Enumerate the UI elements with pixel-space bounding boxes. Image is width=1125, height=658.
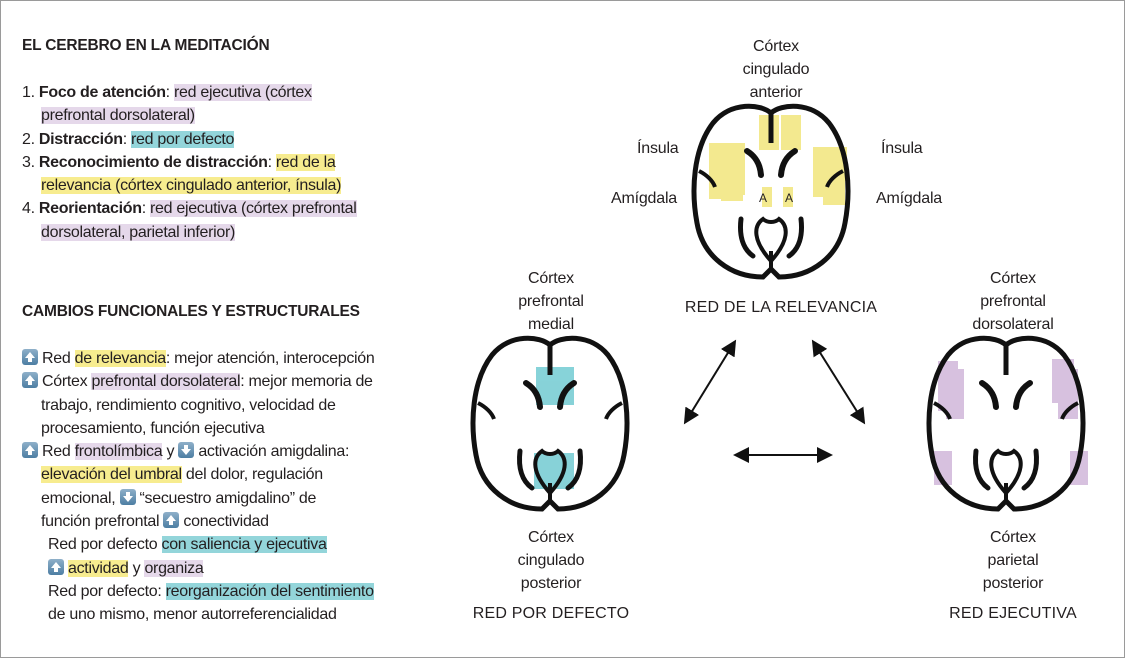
list-line: función prefrontal conectividad — [22, 510, 375, 533]
text-segment: 3. — [22, 153, 39, 171]
text-segment: elevación del umbral — [41, 466, 182, 484]
text-segment: trabajo, rendimiento cognitivo, velocida… — [41, 396, 336, 414]
text-segment: organiza — [144, 559, 204, 577]
arrow-up-icon — [22, 349, 38, 365]
brain-executive-network — [926, 333, 1088, 523]
text-segment: y — [162, 443, 179, 461]
list-line: Red de relevancia: mejor atención, inter… — [22, 347, 375, 370]
arrow-relevance-executive — [811, 339, 866, 425]
text-segment: frontolímbica — [74, 443, 163, 461]
text-segment: función prefrontal — [41, 513, 164, 531]
arrow-down-icon — [119, 488, 136, 505]
text-segment: conectividad — [183, 513, 269, 531]
text-segment: prefrontal dorsolateral) — [41, 107, 195, 125]
text-segment: Red por defecto — [48, 536, 162, 554]
label-posterior-parietal: Córtex parietal posterior — [982, 529, 1044, 592]
text-segment: : — [267, 153, 276, 171]
list-line: procesamiento, función ejecutiva — [22, 417, 375, 440]
text-segment: relevancia (córtex cingulado anterior, í… — [41, 177, 342, 195]
arrow-up-icon — [22, 372, 38, 389]
text-segment: 2. — [22, 130, 39, 148]
list-line: de uno mismo, menor autorreferencialidad — [22, 603, 375, 626]
changes-list: Red de relevancia: mejor atención, inter… — [22, 347, 375, 627]
list-line: relevancia (córtex cingulado anterior, í… — [22, 174, 357, 197]
network-label-relevance: RED DE LA RELEVANCIA — [684, 299, 878, 316]
list-line: Red frontolímbica y activación amigdalin… — [22, 440, 375, 463]
label-medial-prefrontal: Córtex prefrontal medial — [518, 270, 584, 333]
label-posterior-cingulate: Córtex cingulado posterior — [517, 529, 585, 592]
arrow-down-icon — [178, 442, 195, 459]
network-label-executive: RED EJECUTIVA — [949, 605, 1077, 622]
text-segment: procesamiento, función ejecutiva — [41, 419, 265, 437]
list-line: 2. Distracción: red por defecto — [22, 128, 357, 151]
text-segment: de relevancia — [74, 350, 166, 367]
arrow-up-icon — [163, 512, 180, 529]
label-anterior-cingulate: Córtex cingulado anterior — [742, 38, 810, 101]
section-title-meditation: EL CEREBRO EN LA MEDITACIÓN — [22, 37, 270, 54]
arrow-up-icon — [22, 442, 38, 459]
list-line: prefrontal dorsolateral) — [22, 104, 357, 127]
label-amygdala-left: Amígdala — [611, 190, 677, 207]
brain-default-network — [470, 333, 640, 523]
amygdala-mark-right: A — [785, 191, 793, 205]
text-segment: : — [165, 84, 174, 101]
list-line: actividad y organiza — [22, 557, 375, 580]
section-title-changes: CAMBIOS FUNCIONALES Y ESTRUCTURALES — [22, 303, 360, 320]
text-segment: Red — [42, 350, 75, 367]
text-segment: Distracción — [38, 130, 123, 148]
list-line: Red por defecto: reorganización del sent… — [22, 580, 375, 603]
text-segment: red ejecutiva (córtex prefrontal — [149, 200, 357, 218]
label-insula-left: Ínsula — [637, 140, 679, 157]
amygdala-mark-left: A — [759, 191, 767, 205]
text-segment: del dolor, regulación — [181, 466, 323, 484]
text-segment: Córtex — [42, 373, 92, 391]
list-line: dorsolateral, parietal inferior) — [22, 221, 357, 244]
list-line: 3. Reconocimiento de distracción: red de… — [22, 151, 357, 174]
text-segment: Red — [42, 443, 75, 461]
text-segment: red por defecto — [131, 130, 235, 148]
text-segment: red de la — [275, 153, 336, 171]
list-line: Red por defecto con saliencia y ejecutiv… — [22, 533, 375, 556]
text-segment: Red por defecto: — [48, 582, 166, 600]
list-line: 1. Foco de atención: red ejecutiva (córt… — [22, 81, 357, 104]
list-line: 4. Reorientación: red ejecutiva (córtex … — [22, 197, 357, 220]
text-segment: emocional, — [41, 489, 120, 507]
list-line: Córtex prefrontal dorsolateral: mejor me… — [22, 370, 375, 393]
text-segment: : — [122, 130, 132, 148]
text-segment: prefrontal dorsolateral — [91, 373, 241, 391]
text-segment: dorsolateral, parietal inferior) — [41, 223, 236, 241]
network-label-default: RED POR DEFECTO — [472, 605, 630, 622]
label-dorsolateral-prefrontal: Córtex prefrontal dorsolateral — [972, 270, 1054, 333]
text-segment: : mejor atención, interocepción — [165, 350, 375, 367]
text-segment: : — [141, 200, 150, 218]
text-segment: con saliencia y ejecutiva — [161, 536, 327, 554]
text-segment: Reorientación — [38, 200, 142, 218]
text-segment: activación amigdalina: — [198, 443, 350, 461]
text-segment: 4. — [22, 200, 39, 218]
list-line: trabajo, rendimiento cognitivo, velocida… — [22, 394, 375, 417]
text-segment: : mejor memoria de — [240, 373, 373, 391]
text-segment: y — [128, 559, 145, 577]
arrow-up-icon — [48, 558, 64, 575]
arrow-default-relevance — [683, 339, 737, 425]
text-segment: actividad — [68, 559, 129, 577]
brain-relevance-network — [691, 101, 861, 291]
text-segment: “secuestro amigdalino” de — [139, 489, 317, 507]
list-line: elevación del umbral del dolor, regulaci… — [22, 463, 375, 486]
text-segment: de uno mismo, menor autorreferencialidad — [48, 606, 337, 624]
list-line: emocional, “secuestro amigdalino” de — [22, 487, 375, 510]
text-segment: 1. — [22, 84, 39, 101]
default-highlights — [534, 367, 574, 489]
text-segment: Reconocimiento de distracción — [38, 153, 268, 171]
label-insula-right: Ínsula — [881, 140, 923, 157]
text-segment: Foco de atención — [38, 84, 166, 101]
meditation-steps-list: 1. Foco de atención: red ejecutiva (córt… — [22, 81, 357, 244]
text-segment: red ejecutiva (córtex — [173, 84, 312, 101]
label-amygdala-right: Amígdala — [876, 190, 942, 207]
text-segment: reorganización del sentimiento — [165, 582, 374, 600]
